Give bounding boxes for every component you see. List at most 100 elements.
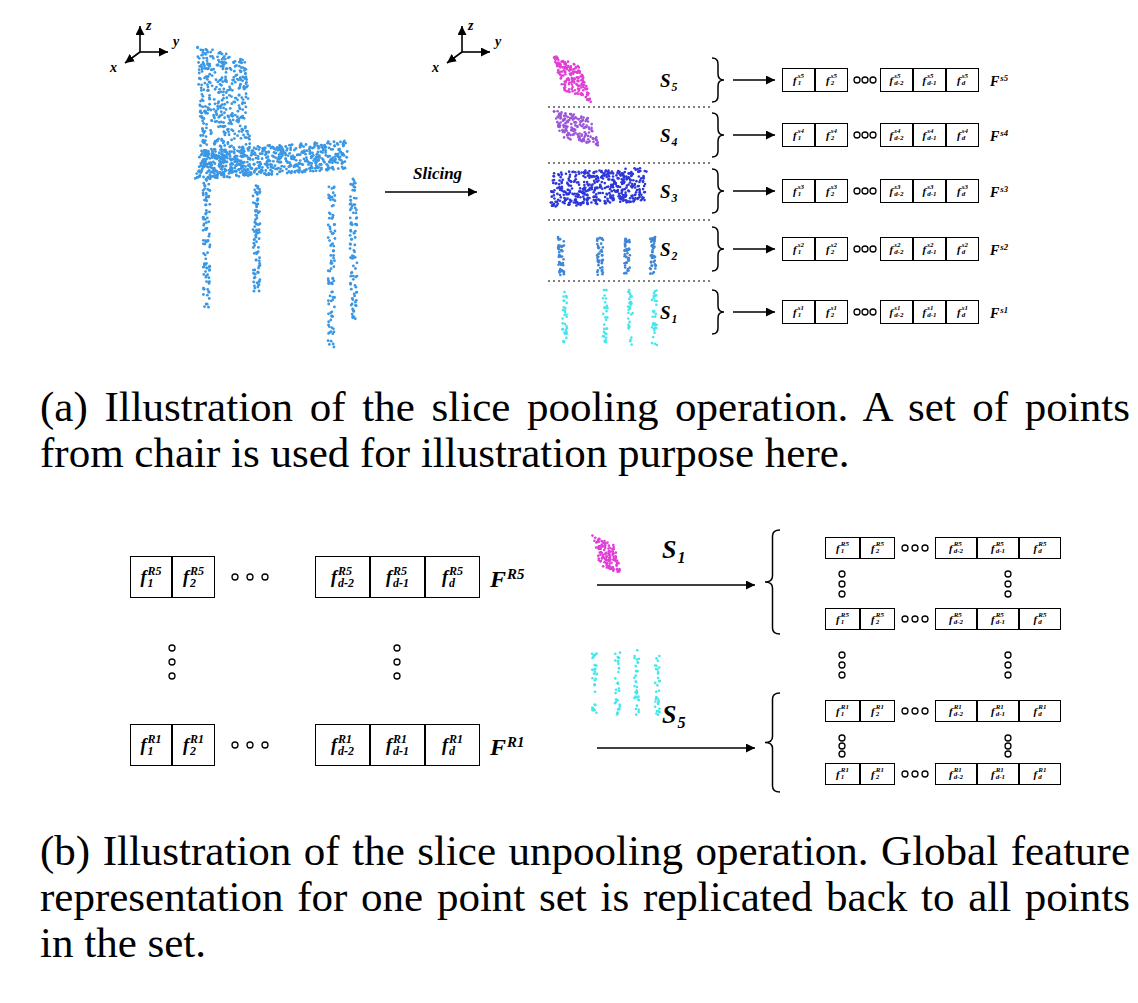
chair-leg-point <box>328 343 331 346</box>
slice-s3-point <box>554 182 557 185</box>
chair-seat-point <box>278 170 281 173</box>
chair-leg-point <box>203 262 206 265</box>
chair-back-point <box>247 97 250 100</box>
slice-s3-point <box>583 188 586 191</box>
chair-seat-point <box>304 170 307 173</box>
chair-seat-point <box>245 155 248 158</box>
chair-seat-point <box>248 147 251 150</box>
chair-leg-point <box>333 331 336 334</box>
chair-leg-point <box>259 190 262 193</box>
slice-s3-point <box>588 189 591 192</box>
chair-seat-point <box>264 169 267 172</box>
chair-leg-point <box>255 259 258 262</box>
slice-s4-point <box>558 129 561 132</box>
chair-seat-point <box>195 172 198 175</box>
slice-s5-point <box>582 76 585 79</box>
chair-leg-point <box>256 281 259 284</box>
chair-seat-point <box>337 167 340 170</box>
chair-leg-point <box>208 297 211 300</box>
chair-back-point <box>232 119 235 122</box>
chair-back-point <box>225 53 228 56</box>
chair-back-point <box>213 142 216 145</box>
chair-leg-point <box>253 273 256 276</box>
chair-back-point <box>241 108 244 111</box>
chair-back-point <box>244 72 247 75</box>
chair-seat-point <box>342 154 345 157</box>
slice-s5-point <box>561 60 564 63</box>
chair-leg-point <box>331 282 334 285</box>
slice-s3-point <box>604 196 607 199</box>
chair-leg-point <box>329 319 332 322</box>
chair-back-point <box>205 75 208 78</box>
chair-back-point <box>212 161 215 164</box>
chair-leg-point <box>350 238 353 241</box>
chair-leg-point <box>253 287 256 290</box>
chair-seat-point <box>235 170 238 173</box>
chair-back-point <box>217 64 220 67</box>
chair-back-point <box>237 121 240 124</box>
slice-s5-point <box>585 96 588 99</box>
slice-s5-point <box>577 76 580 79</box>
chair-leg-point <box>352 310 355 313</box>
chair-back-point <box>219 51 222 54</box>
chair-leg-point <box>253 290 256 293</box>
chair-leg-point <box>332 257 335 260</box>
chair-leg-point <box>202 293 205 296</box>
chair-seat-point <box>229 155 232 158</box>
chair-seat-point <box>213 148 216 151</box>
chair-seat-point <box>243 161 246 164</box>
chair-seat-point <box>286 172 289 175</box>
chair-seat-point <box>330 167 333 170</box>
chair-leg-point <box>352 278 355 281</box>
chair-seat-point <box>260 171 263 174</box>
chair-back-point <box>203 52 206 55</box>
chair-leg-point <box>328 239 331 242</box>
chair-back-point <box>206 112 209 115</box>
slice-s5-point <box>567 60 570 63</box>
chair-back-point <box>198 103 201 106</box>
chair-back-point <box>202 95 205 98</box>
slice-s3-point <box>642 180 645 183</box>
slice-s3-point <box>563 202 566 205</box>
chair-back-point <box>198 72 201 75</box>
chair-seat-point <box>267 151 270 154</box>
chair-seat-point <box>333 140 336 143</box>
chair-leg-point <box>327 303 330 306</box>
chair-seat-point <box>303 169 306 172</box>
chair-back-point <box>226 128 229 131</box>
chair-leg-point <box>255 206 258 209</box>
chair-seat-point <box>253 163 256 166</box>
slice-s4-point <box>556 110 559 113</box>
chair-seat-point <box>285 168 288 171</box>
chair-seat-point <box>247 164 250 167</box>
chair-seat-point <box>261 166 264 169</box>
chair-seat-point <box>228 150 231 153</box>
chair-leg-point <box>205 228 208 231</box>
chair-back-point <box>245 143 248 146</box>
chair-leg-point <box>208 268 211 271</box>
chair-leg-point <box>354 304 357 307</box>
chair-seat-point <box>238 175 241 178</box>
slice-s5-point <box>583 81 586 84</box>
chair-back-point <box>238 104 241 107</box>
chair-seat-point <box>258 164 261 167</box>
chair-back-point <box>205 126 208 129</box>
chair-leg-point <box>258 283 261 286</box>
chair-seat-point <box>254 168 257 171</box>
slice-s4-point <box>589 135 592 138</box>
slice-s3-point <box>582 188 585 191</box>
chair-back-point <box>237 110 240 113</box>
chair-leg-point <box>258 265 261 268</box>
chair-seat-point <box>312 170 315 173</box>
chair-seat-point <box>266 155 269 158</box>
chair-seat-point <box>310 156 313 159</box>
chair-leg-point <box>333 194 336 197</box>
chair-back-point <box>239 58 242 61</box>
chair-back-point <box>222 97 225 100</box>
chair-leg-point <box>202 287 205 290</box>
chair-back-point <box>231 163 234 166</box>
slice-s5-point <box>557 71 560 74</box>
chair-back-point <box>230 139 233 142</box>
chair-back-point <box>244 105 247 108</box>
chair-seat-point <box>332 159 335 162</box>
